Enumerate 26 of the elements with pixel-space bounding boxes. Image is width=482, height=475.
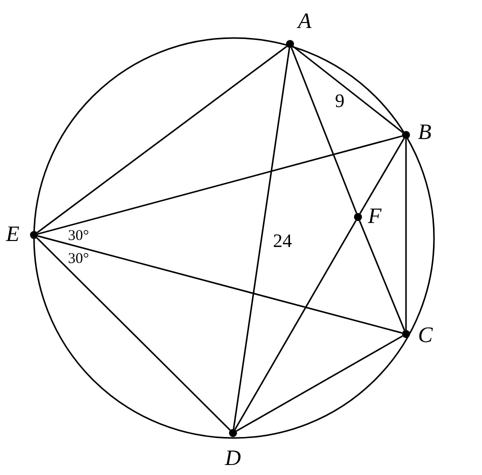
line-segment [36,237,231,431]
angle-label: 30° [68,252,89,267]
point-dot [354,213,362,221]
line-segment [38,235,402,334]
point-label: D [225,447,241,469]
point-dot [30,231,38,239]
point-label: B [418,121,432,143]
line-segment [359,138,405,214]
line-segment [405,139,407,330]
line-segment [290,47,358,214]
point-label: F [368,205,382,227]
point-label: E [6,223,20,245]
line-segment [358,220,406,331]
line-segment [36,46,288,234]
line-segment [38,135,402,235]
point-label: C [418,324,433,346]
point-dot [402,131,410,139]
point-dot [402,330,410,338]
point-dot [286,40,294,48]
point-dot [229,429,237,437]
line-segment [234,220,357,430]
line-segment [232,48,290,430]
point-label: A [298,10,312,32]
angle-label: 30° [68,229,89,244]
line-segment [292,46,404,134]
line-segment [236,335,403,432]
